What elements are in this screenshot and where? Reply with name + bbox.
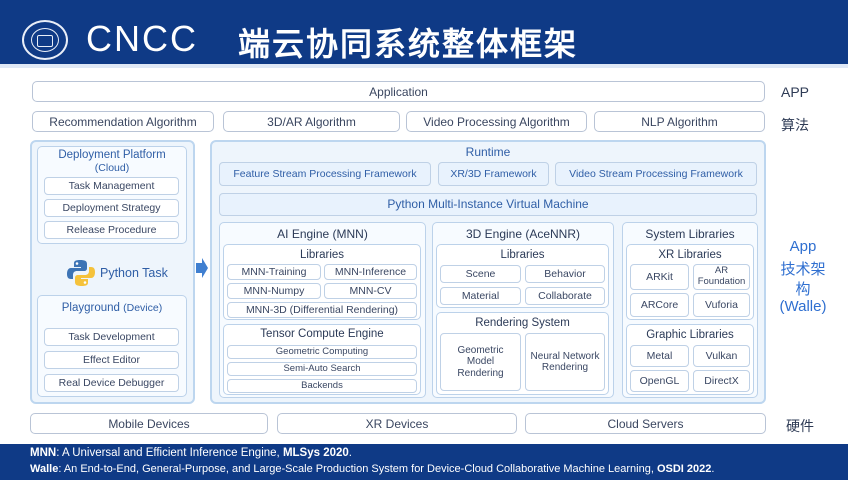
footer-citations: MNN: A Universal and Efficient Inference… [0,444,848,480]
collaborate-box: Collaborate [525,287,605,305]
header-stripe [0,64,848,68]
effect-editor-box: Effect Editor [44,351,179,369]
side-label-hardware: 硬件 [786,418,814,434]
opengl-box: OpenGL [630,370,689,392]
engine-3d-libraries-title: Libraries [500,249,545,261]
algorithm-3d-ar: 3D/AR Algorithm [223,111,400,132]
xr-3d-framework-box: XR/3D Framework [438,162,549,186]
python-task-label: Python Task [100,266,168,280]
header-banner: CNCC 端云协同系统整体框架 [0,0,848,68]
footer-walle-end: . [711,463,715,475]
logo-text: CNCC [86,18,198,59]
footer-mnn-text: : A Universal and Efficient Inference En… [56,447,283,459]
side-label-app: APP [780,84,809,100]
arcore-box: ARCore [630,293,689,317]
deployment-platform-subtitle: (Cloud) [94,162,130,174]
real-device-debugger-box: Real Device Debugger [44,374,179,392]
side-label-arch-line1: App [789,238,817,255]
mobile-devices-bar: Mobile Devices [30,413,268,434]
tensor-engine-title: Tensor Compute Engine [260,328,384,340]
playground-title: Playground (Device) [37,302,187,316]
footer-line-mnn: MNN: A Universal and Efficient Inference… [30,447,352,459]
python-vm-box: Python Multi-Instance Virtual Machine [219,193,757,216]
geometric-model-rendering-box: Geometric Model Rendering [440,333,521,391]
footer-mnn-name: MNN [30,447,57,459]
task-management-box: Task Management [44,177,179,195]
system-libraries-title: System Libraries [645,227,735,241]
footer-mnn-end: . [348,447,352,459]
cloud-servers-bar: Cloud Servers [525,413,766,434]
directx-box: DirectX [693,370,750,392]
vulkan-box: Vulkan [693,345,750,367]
ar-foundation-box: AR Foundation [693,264,750,290]
behavior-box: Behavior [525,265,605,283]
mnn-cv-box: MNN-CV [324,283,417,299]
right-arrow-icon [196,258,208,278]
feature-stream-framework-box: Feature Stream Processing Framework [219,162,431,186]
xr-devices-bar: XR Devices [277,413,517,434]
runtime-title: Runtime [465,145,511,159]
geometric-computing-box: Geometric Computing [227,345,417,359]
vuforia-box: Vuforia [693,293,750,317]
material-box: Material [440,287,521,305]
mnn-3d-box: MNN-3D (Differential Rendering) [227,302,417,318]
side-label-algorithm: 算法 [781,117,809,133]
scene-box: Scene [440,265,521,283]
mnn-inference-box: MNN-Inference [324,264,417,280]
footer-walle-text: : An End-to-End, General-Purpose, and La… [58,463,657,475]
task-development-box: Task Development [44,328,179,346]
backends-box: Backends [227,379,417,393]
side-label-arch-line2: 技术架 [780,261,826,278]
ai-engine-title: AI Engine (MNN) [277,227,368,241]
mnn-numpy-box: MNN-Numpy [227,283,321,299]
deployment-strategy-box: Deployment Strategy [44,199,179,217]
video-stream-framework-box: Video Stream Processing Framework [555,162,757,186]
side-label-arch-line3: 构 [795,281,811,298]
python-logo-icon [67,260,95,286]
application-bar: Application [32,81,765,102]
footer-walle-name: Walle [30,463,59,475]
rendering-system-title: Rendering System [475,317,570,329]
metal-box: Metal [630,345,689,367]
ai-libraries-title: Libraries [299,249,345,261]
neural-network-rendering-box: Neural Network Rendering [525,333,605,391]
footer-line-walle: Walle: An End-to-End, General-Purpose, a… [30,463,714,475]
arkit-box: ARKit [630,264,689,290]
playground-title-main: Playground [61,302,120,314]
algorithm-nlp: NLP Algorithm [594,111,765,132]
semi-auto-search-box: Semi-Auto Search [227,362,417,376]
xr-libraries-title: XR Libraries [658,249,722,261]
mnn-training-box: MNN-Training [227,264,321,280]
footer-walle-venue: OSDI 2022 [656,463,712,475]
algorithm-recommendation: Recommendation Algorithm [32,111,214,132]
page-title: 端云协同系统整体框架 [238,25,579,63]
algorithm-video: Video Processing Algorithm [406,111,587,132]
cncc-seal-icon [22,20,68,60]
deployment-platform-title: Deployment Platform [58,149,166,161]
footer-mnn-venue: MLSys 2020 [282,447,349,459]
side-label-arch-line4: (Walle) [779,298,827,315]
engine-3d-title: 3D Engine (AceNNR) [465,227,581,241]
release-procedure-box: Release Procedure [44,221,179,239]
graphic-libraries-title: Graphic Libraries [646,329,734,341]
playground-title-sub: (Device) [123,302,163,314]
